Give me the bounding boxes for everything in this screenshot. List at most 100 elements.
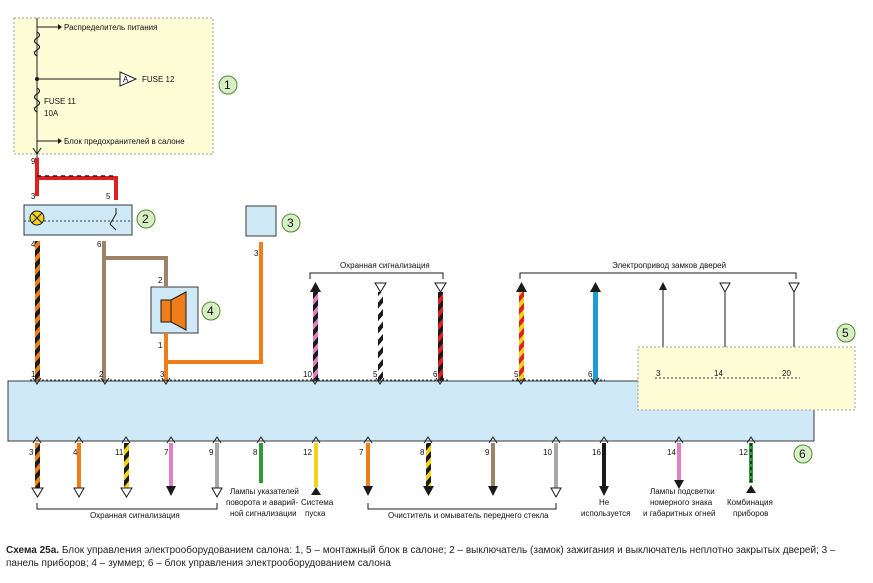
bracket-alarm-top [309, 272, 444, 279]
plate-lamps-label: и габаритных огней [643, 509, 715, 518]
instrument-cluster-label: Комбинация [727, 498, 773, 507]
arrow-up-icon [590, 282, 601, 292]
bracket-alarm-bottom [36, 503, 218, 510]
arrow-down-icon [120, 487, 133, 498]
arrow-down-icon [31, 487, 44, 498]
pin-label: 20 [782, 369, 791, 378]
wire-gray [215, 443, 219, 489]
alarm-bottom-label: Охранная сигнализация [90, 511, 180, 520]
wire-orange [164, 242, 263, 381]
wiper-washer-label: Очиститель и омыватель переднего стекла [388, 511, 549, 520]
pin-label: 1 [158, 341, 163, 350]
plate-lamps-label: номерного знака [650, 498, 713, 507]
pin-label: 3 [656, 369, 661, 378]
pin-label: 9 [209, 448, 214, 457]
arrow-down-icon [788, 282, 800, 294]
pin-label: 1 [31, 370, 36, 379]
pin-label: 5 [373, 370, 378, 379]
wire-blue [593, 292, 598, 381]
arrow-up-icon [516, 282, 527, 292]
arrow-down-filled-icon [599, 486, 609, 496]
pin-label: 4 [73, 448, 78, 457]
unit-pin-marks [32, 377, 756, 444]
wire-black-yellow [426, 443, 431, 486]
pin-label: 3 [160, 370, 165, 379]
callout-3-number: 3 [287, 216, 294, 230]
fuse11-label: FUSE 11 [44, 97, 76, 106]
callout-5-number: 5 [842, 326, 849, 340]
instrument-panel-block [245, 205, 277, 237]
callout-6-number: 6 [799, 447, 806, 461]
arrow-down-icon [211, 487, 223, 499]
callout-3 [281, 213, 301, 233]
wire-pink [677, 443, 681, 481]
bracket-wiper-washer [367, 503, 557, 510]
pin-label: 2 [158, 276, 163, 285]
pin-label: 7 [359, 448, 364, 457]
pin-label: 10 [543, 448, 552, 457]
wire-black-orange [35, 443, 40, 489]
pin-label: 9 [31, 157, 36, 166]
pin-label: 14 [714, 369, 723, 378]
wire-orange [366, 443, 370, 486]
arrow-up-icon [746, 485, 756, 493]
wire-red [35, 158, 118, 200]
callout-1-number: 1 [224, 78, 231, 92]
callout-5 [836, 323, 856, 343]
arrow-down-filled-icon [363, 486, 373, 496]
arrow-down-icon [550, 487, 562, 499]
caption-title: Схема 25а. [6, 545, 60, 556]
pin-label: 5 [514, 370, 519, 379]
fuse12-label: FUSE 12 [142, 75, 175, 84]
pin-label: 12 [303, 448, 312, 457]
arrow-up-icon [659, 282, 667, 290]
arrow-down-icon [73, 487, 85, 499]
caption-text: Блок управления электрооборудованием сал… [6, 545, 836, 569]
connector-a-label: A [123, 75, 129, 84]
wire-black-white [378, 292, 383, 381]
wire-orange [77, 443, 81, 489]
callout-6 [793, 444, 813, 464]
junction-dot [35, 77, 39, 81]
arrow-down-filled-icon [423, 486, 434, 496]
wire-green [259, 443, 263, 483]
pin-label: 16 [592, 448, 601, 457]
arrow-icon [58, 138, 62, 144]
alarm-top-label: Охранная сигнализация [340, 261, 430, 270]
arrow-down-icon [434, 282, 447, 293]
callout-4 [201, 301, 221, 321]
door-locks-label: Электропривод замков дверей [612, 261, 726, 270]
pin-label: 2 [99, 370, 104, 379]
pin-label: 7 [164, 448, 169, 457]
turn-hazard-label: Лампы указателей [230, 487, 299, 496]
arrow-down-filled-icon [674, 480, 684, 489]
plate-lamps-label: Лампы подсветки [650, 487, 715, 496]
lamp-icon-cross [31, 212, 43, 224]
wire-tan [491, 443, 495, 486]
wire-black-orange [35, 241, 40, 381]
pin-label: 8 [253, 448, 258, 457]
arrow-down-filled-icon [488, 486, 498, 496]
wire-tan [102, 241, 168, 381]
callout-1 [218, 75, 238, 95]
pin-label: 10 [303, 370, 312, 379]
turn-hazard-label: ной сигнализации [230, 509, 297, 518]
wire-black-pink [313, 292, 318, 381]
buzzer-cone-icon [170, 291, 187, 331]
arrow-icon [58, 24, 62, 30]
fuse11-symbol [33, 87, 41, 113]
power-distributor-label: Распределитель питания [64, 23, 157, 32]
pin-label: 9 [485, 448, 490, 457]
wire-yellow [314, 443, 318, 487]
mounting-block-5 [637, 346, 856, 411]
fuse-block-panel-1 [13, 17, 214, 155]
start-system-label: пуска [305, 509, 326, 518]
arrow-down-filled-icon [166, 486, 176, 496]
pin-label: 12 [739, 448, 748, 457]
pin-label: 3 [254, 249, 259, 258]
instrument-cluster-label: приборов [733, 509, 768, 518]
wire-gray [554, 443, 558, 489]
callout-4-number: 4 [207, 304, 214, 318]
fuse-symbol-top [33, 31, 41, 57]
